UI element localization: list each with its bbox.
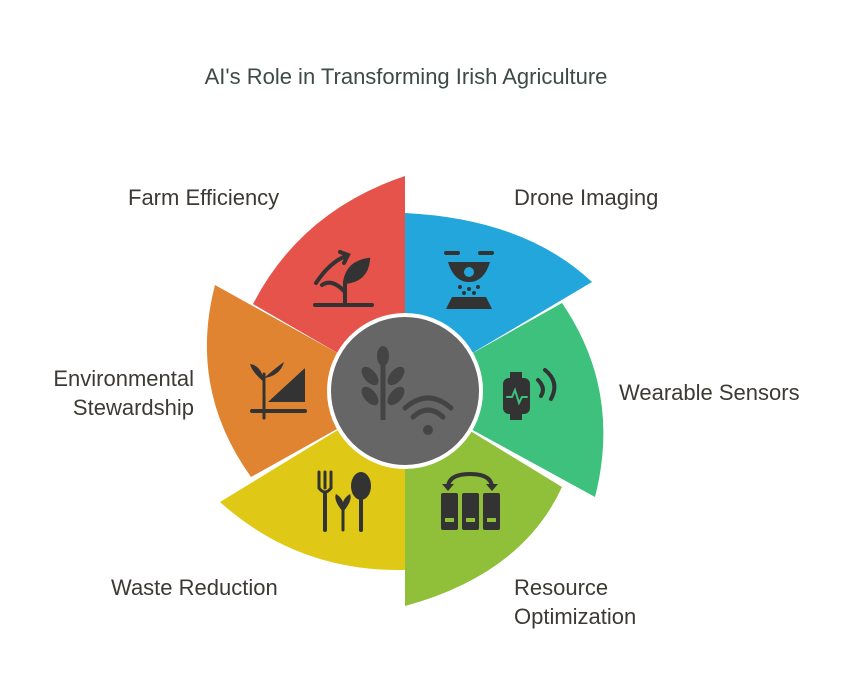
label-resource-line2: Optimization: [514, 604, 637, 629]
fork-spoon-plant-icon: [317, 470, 371, 532]
center-hub: [327, 313, 483, 469]
label-env-line2: Stewardship: [72, 395, 194, 420]
smartwatch-icon: [503, 368, 557, 420]
drone-icon: [444, 251, 494, 309]
label-env-line1: Environmental: [53, 366, 194, 391]
diagram-title: AI's Role in Transforming Irish Agricult…: [204, 64, 608, 89]
segment-environmental-stewardship: [206, 285, 405, 477]
plant-slope-icon: [250, 362, 307, 420]
label-waste-reduction: Waste Reduction: [111, 575, 278, 600]
label-farm-efficiency: Farm Efficiency: [128, 185, 280, 210]
resource-exchange-icon: [441, 471, 500, 530]
label-resource-optimization: Resource Optimization: [514, 573, 636, 631]
wheat-wifi-icon: [361, 346, 454, 435]
label-wearable-sensors: Wearable Sensors: [619, 380, 800, 405]
plant-growth-icon: [313, 250, 374, 307]
label-environmental-stewardship: Environmental Stewardship: [34, 364, 194, 422]
label-resource-line1: Resource: [514, 575, 609, 600]
label-drone-imaging: Drone Imaging: [514, 185, 659, 210]
